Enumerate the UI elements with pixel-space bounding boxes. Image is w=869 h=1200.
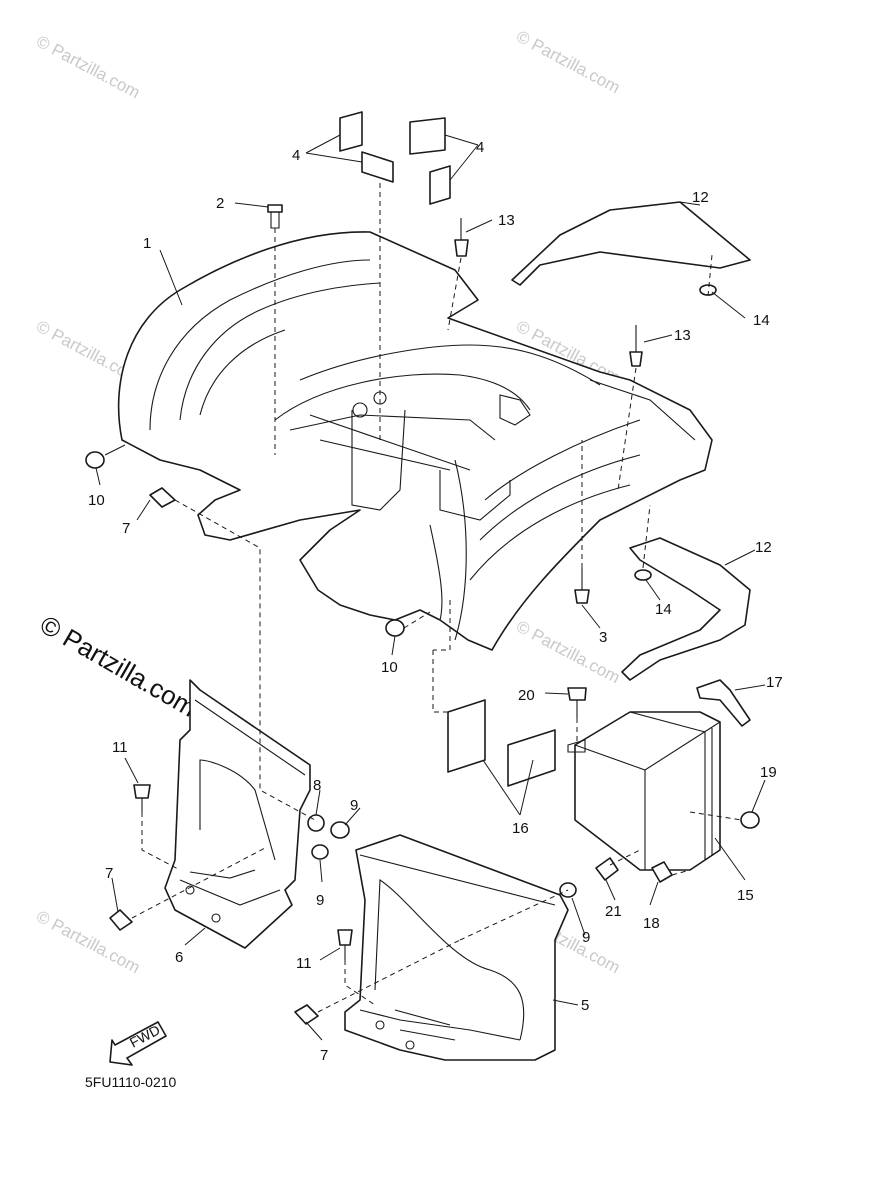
callout-10: 10 [381, 659, 398, 676]
callout-1: 1 [143, 235, 151, 252]
callout-5: 5 [581, 997, 589, 1014]
callout-14: 14 [655, 601, 672, 618]
diagram-code: 5FU1110-0210 [85, 1074, 177, 1090]
rear-fender [117, 231, 713, 651]
callout-12: 12 [692, 189, 709, 206]
callout-2: 2 [216, 195, 224, 212]
callout-13: 13 [498, 212, 515, 229]
callout-16: 16 [512, 820, 529, 837]
callout-6: 6 [175, 949, 183, 966]
side-guards [511, 201, 751, 681]
watermark: © Partzilla.com [33, 32, 143, 103]
callout-7: 7 [320, 1047, 328, 1064]
callout-18: 18 [643, 915, 660, 932]
callout-11: 11 [296, 955, 312, 972]
watermark: © Partzilla.com [513, 27, 623, 98]
callout-12: 12 [755, 539, 772, 556]
watermark-large: © Partzilla.com [35, 609, 202, 723]
callout-3: 3 [599, 629, 607, 646]
callout-13: 13 [674, 327, 691, 344]
left-footrest [164, 679, 311, 949]
callout-19: 19 [760, 764, 777, 781]
callout-7: 7 [105, 865, 113, 882]
callout-7: 7 [122, 520, 130, 537]
callout-10: 10 [88, 492, 105, 509]
callout-9: 9 [350, 797, 358, 814]
fwd-arrow: FWD [109, 1021, 167, 1066]
callout-17: 17 [766, 674, 783, 691]
leader-lines [95, 134, 766, 1041]
callout-8: 8 [313, 777, 321, 794]
callout-9: 9 [316, 892, 324, 909]
tool-box [567, 711, 721, 871]
right-footrest [344, 834, 569, 1061]
callout-9: 9 [582, 929, 590, 946]
callout-21: 21 [605, 903, 622, 920]
callout-20: 20 [518, 687, 535, 704]
stickers-top [339, 111, 451, 205]
callout-4: 4 [292, 147, 300, 164]
assembly-lines [131, 183, 743, 1013]
callout-14: 14 [753, 312, 770, 329]
callout-15: 15 [737, 887, 754, 904]
callout-11: 11 [112, 739, 128, 756]
callouts: 1 2 3 4 4 5 6 7 7 7 8 9 9 9 10 10 11 11 … [88, 139, 783, 1064]
watermark: © Partzilla.com [513, 617, 623, 688]
callout-4: 4 [476, 139, 484, 156]
